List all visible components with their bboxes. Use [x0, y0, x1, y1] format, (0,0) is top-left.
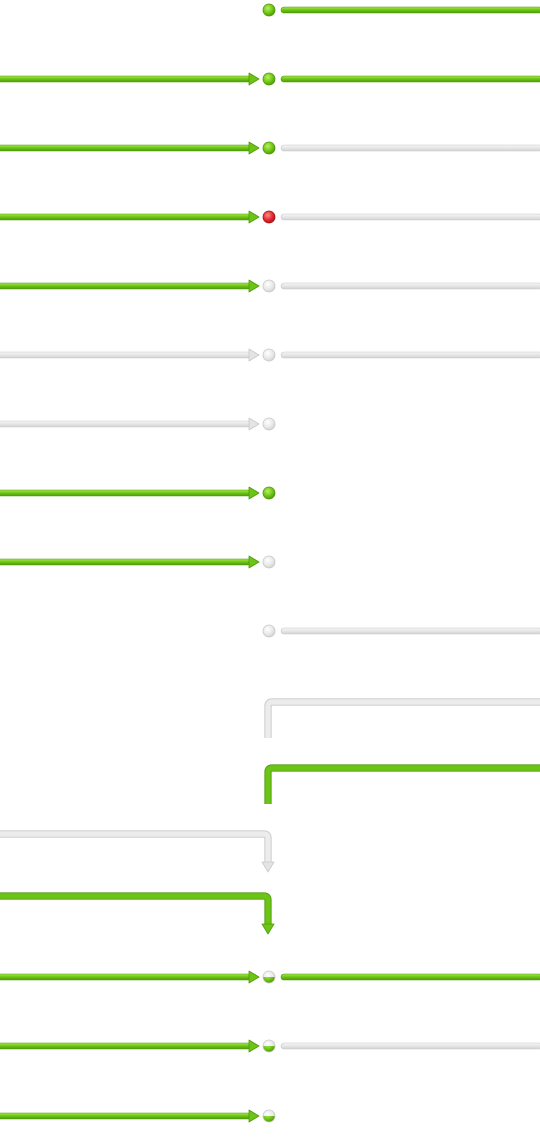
corner-connector-line	[0, 893, 271, 926]
arrow-right-icon	[248, 348, 260, 362]
arrow-right-icon	[248, 279, 260, 293]
connector-row-r10	[262, 624, 540, 638]
outgoing-connector-line	[280, 973, 540, 981]
connector-row-r15	[0, 970, 540, 984]
incoming-connector-line	[0, 558, 251, 566]
node-outline	[262, 970, 276, 984]
active-status-node-icon	[262, 72, 276, 86]
incoming-connector-line	[0, 351, 251, 359]
incoming-connector-line	[0, 213, 251, 221]
connector-row-r11	[264, 698, 540, 738]
arrow-right-icon	[248, 210, 260, 224]
arrow-right-icon	[248, 1109, 260, 1123]
inactive-status-node-icon	[262, 624, 276, 638]
incoming-connector-line	[0, 144, 251, 152]
corner-connector-outline	[0, 830, 272, 864]
incoming-connector-line	[0, 1112, 251, 1120]
outgoing-connector-line	[280, 282, 540, 290]
inactive-status-node-icon	[262, 417, 276, 431]
arrow-down-icon	[261, 861, 275, 873]
connector-row-r16	[0, 1039, 540, 1053]
connector-row-r6	[0, 348, 540, 362]
arrow-right-icon	[248, 141, 260, 155]
connector-row-r12	[264, 764, 540, 804]
outgoing-connector-line	[280, 1042, 540, 1050]
active-status-node-icon	[262, 3, 276, 17]
outgoing-connector-line	[280, 6, 540, 14]
half-status-node-icon	[262, 970, 276, 984]
node-outline	[262, 1109, 276, 1123]
inactive-status-node-icon	[262, 279, 276, 293]
corner-connector-outline	[0, 892, 272, 926]
incoming-connector-line	[0, 489, 251, 497]
corner-connector-line	[265, 765, 540, 804]
incoming-connector-line	[0, 75, 251, 83]
connector-row-r13	[0, 830, 275, 873]
node-top-half	[263, 1110, 275, 1116]
outgoing-connector-line	[280, 75, 540, 83]
incoming-connector-line	[0, 1042, 251, 1050]
incoming-connector-line	[0, 282, 251, 290]
corner-connector-outline	[264, 698, 540, 738]
connector-row-r4	[0, 210, 540, 224]
outgoing-connector-line	[280, 351, 540, 359]
inactive-status-node-icon	[262, 555, 276, 569]
connector-row-r3	[0, 141, 540, 155]
outgoing-connector-line	[280, 144, 540, 152]
corner-connector-line	[0, 831, 271, 864]
inactive-status-node-icon	[262, 348, 276, 362]
node-bottom-half	[263, 977, 275, 983]
incoming-connector-line	[0, 420, 251, 428]
active-status-node-icon	[262, 141, 276, 155]
corner-connector-outline	[264, 764, 540, 804]
node-bottom-half	[263, 1046, 275, 1052]
connector-row-r5	[0, 279, 540, 293]
connector-row-r1	[262, 3, 540, 17]
node-outline	[262, 1039, 276, 1053]
active-status-node-icon	[262, 486, 276, 500]
connector-row-r17	[0, 1109, 276, 1123]
arrow-right-icon	[248, 970, 260, 984]
half-status-node-icon	[262, 1109, 276, 1123]
node-top-half	[263, 1040, 275, 1046]
error-status-node-icon	[262, 210, 276, 224]
connector-row-r8	[0, 486, 276, 500]
connector-row-r9	[0, 555, 276, 569]
connector-row-r14	[0, 892, 275, 935]
connector-row-r2	[0, 72, 540, 86]
arrow-right-icon	[248, 486, 260, 500]
outgoing-connector-line	[280, 627, 540, 635]
arrow-down-icon	[261, 923, 275, 935]
half-status-node-icon	[262, 1039, 276, 1053]
arrow-right-icon	[248, 555, 260, 569]
node-top-half	[263, 971, 275, 977]
arrow-right-icon	[248, 1039, 260, 1053]
connector-row-r7	[0, 417, 276, 431]
corner-connector-line	[265, 699, 540, 738]
outgoing-connector-line	[280, 213, 540, 221]
node-bottom-half	[263, 1116, 275, 1122]
arrow-right-icon	[248, 72, 260, 86]
incoming-connector-line	[0, 973, 251, 981]
arrow-right-icon	[248, 417, 260, 431]
